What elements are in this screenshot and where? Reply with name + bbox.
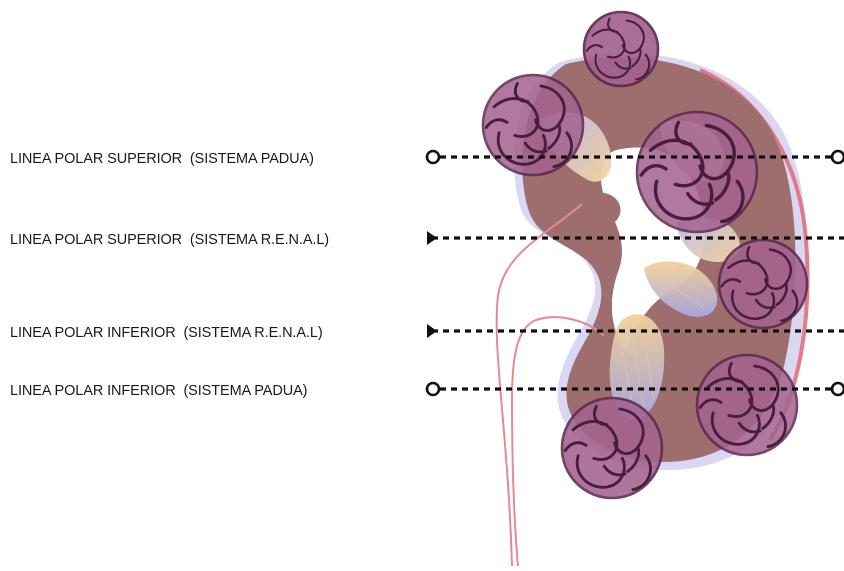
circle-marker-icon (832, 383, 844, 395)
tumor-mass-icon (584, 12, 658, 86)
circle-marker-icon (427, 383, 439, 395)
tumor-mass-icon (562, 398, 662, 498)
triangle-marker-icon (427, 231, 437, 245)
tumor-mass-icon (637, 112, 757, 232)
polar-line-label: LINEA POLAR SUPERIOR (SISTEMA R.E.N.A.L) (10, 232, 329, 248)
circle-marker-icon (427, 151, 439, 163)
circle-marker-icon (832, 151, 844, 163)
tumor-mass-icon (697, 355, 797, 455)
tumor-mass-icon (719, 240, 807, 328)
tumor-mass-icon (483, 75, 583, 175)
polar-line-label: LINEA POLAR SUPERIOR (SISTEMA PADUA) (10, 151, 314, 167)
triangle-marker-icon (427, 324, 437, 338)
polar-line-label: LINEA POLAR INFERIOR (SISTEMA R.E.N.A.L) (10, 325, 323, 341)
polar-line-label: LINEA POLAR INFERIOR (SISTEMA PADUA) (10, 383, 307, 399)
